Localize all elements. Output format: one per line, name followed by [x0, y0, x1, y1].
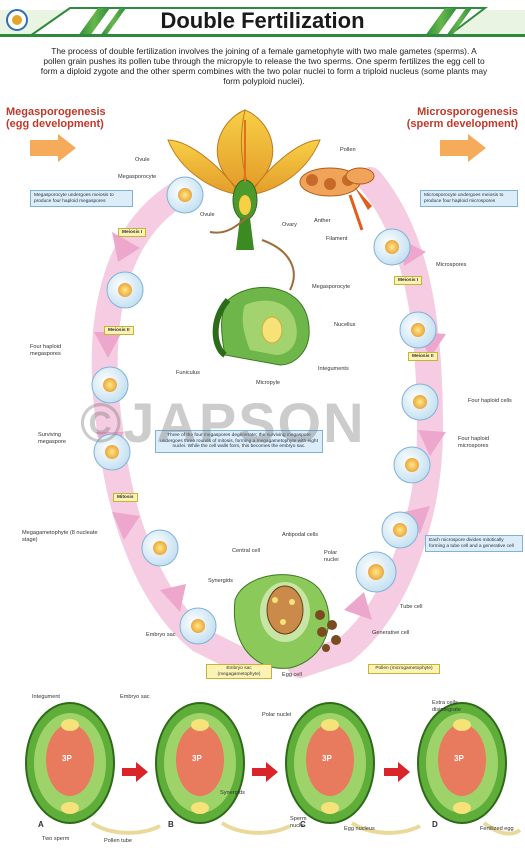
pollen-microgametophyte-box: Pollen (microgametophyte): [368, 664, 440, 674]
bottom-label-integument: Integument: [32, 694, 60, 701]
stage-a-label: A: [38, 822, 44, 829]
label-polar-nuclei: Polar nuclei: [324, 550, 348, 563]
mitosis-tag: Mitosis: [113, 493, 138, 502]
bottom-label-fertilized-egg: Fertilized egg: [480, 826, 514, 833]
bottom-label-egg-nucleus: Egg nucleus: [344, 826, 375, 833]
bottom-label-3p-c: 3P: [322, 756, 332, 763]
meiosis-i-right-tag: Meiosis I: [394, 276, 422, 285]
watermark: ©JAPSON: [80, 390, 366, 455]
ovule-cross-section: [216, 287, 310, 365]
bottom-label-embryo-sac: Embryo sac: [120, 694, 150, 701]
microspore-division-info-box: Each microspore divides mitotically form…: [425, 535, 523, 552]
label-tube-cell: Tube cell: [400, 604, 423, 611]
bottom-label-two-sperm: Two sperm: [42, 836, 69, 843]
label-pollen: Pollen: [340, 147, 356, 154]
label-ovule: Ovule: [135, 157, 150, 164]
cycle-arrow-icon: [344, 592, 372, 620]
bottom-label-3p-b: 3P: [192, 756, 202, 763]
meiosis-ii-left-tag: Meiosis II: [104, 326, 134, 335]
stage-arrow-icon: [122, 762, 148, 782]
label-four-haploid-cells: Four haploid cells: [468, 398, 513, 405]
right-heading-arrow-icon: [440, 134, 486, 162]
bottom-label-3p-a: 3P: [62, 756, 72, 763]
stage-c-label: C: [300, 822, 306, 829]
bottom-label-3p-d: 3P: [454, 756, 464, 763]
label-central-cell: Central cell: [232, 548, 260, 555]
stage-d-label: D: [432, 822, 438, 829]
label-four-haploid-megaspores: Four haploid megaspores: [30, 344, 85, 357]
bottom-label-polar-nuclei: Polar nuclei: [262, 712, 291, 719]
left-heading-arrow-icon: [30, 134, 76, 162]
bottom-label-pollen-tube: Pollen tube: [104, 838, 132, 845]
embryo-sac-megagametophyte-box: Embryo sac (megagametophyte): [206, 664, 272, 679]
label-embryo-sac: Embryo sac: [146, 632, 176, 639]
label-nucellus: Nucellus: [334, 322, 355, 329]
label-antipodal-cells: Antipodal cells: [282, 532, 318, 539]
label-microspores: Microspores: [436, 262, 466, 269]
label-funiculus: Funiculus: [176, 370, 200, 377]
bottom-label-synergids: Synergids: [220, 790, 245, 797]
label-micropyle: Micropyle: [256, 380, 280, 387]
stage-arrow-icon: [252, 762, 278, 782]
stage-b-label: B: [168, 822, 174, 829]
label-megasporocyte-2: Megasporocyte: [312, 284, 350, 291]
label-egg-cell: Egg cell: [282, 672, 302, 679]
bottom-stages: [26, 703, 520, 834]
label-ovary: Ovary: [282, 222, 297, 229]
label-megagametophyte: Megagametophyte (8 nucleate stage): [22, 530, 102, 543]
label-four-haploid-microspores: Four haploid microspores: [458, 436, 513, 449]
label-ovule-2: Ovule: [200, 212, 215, 219]
label-anther: Anther: [314, 218, 330, 225]
microsporocyte-info-box: Microsporocyte undergoes meiosis to prod…: [420, 190, 518, 207]
label-generative-cell: Generative cell: [372, 630, 409, 637]
label-filament: Filament: [326, 236, 347, 243]
megasporocyte-info-box: Megasporocyte undergoes meiosis to produ…: [30, 190, 133, 207]
meiosis-ii-right-tag: Meiosis II: [408, 352, 438, 361]
label-synergids: Synergids: [208, 578, 233, 585]
label-integuments: Integuments: [318, 366, 349, 373]
stage-arrow-icon: [384, 762, 410, 782]
label-megasporocyte: Megasporocyte: [118, 174, 156, 181]
embryo-sac-illustration: [234, 575, 329, 669]
meiosis-i-left-tag: Meiosis I: [118, 228, 146, 237]
bottom-label-extra-cells: Extra cells disintegrate: [432, 700, 472, 713]
anther-illustration: [300, 168, 374, 230]
